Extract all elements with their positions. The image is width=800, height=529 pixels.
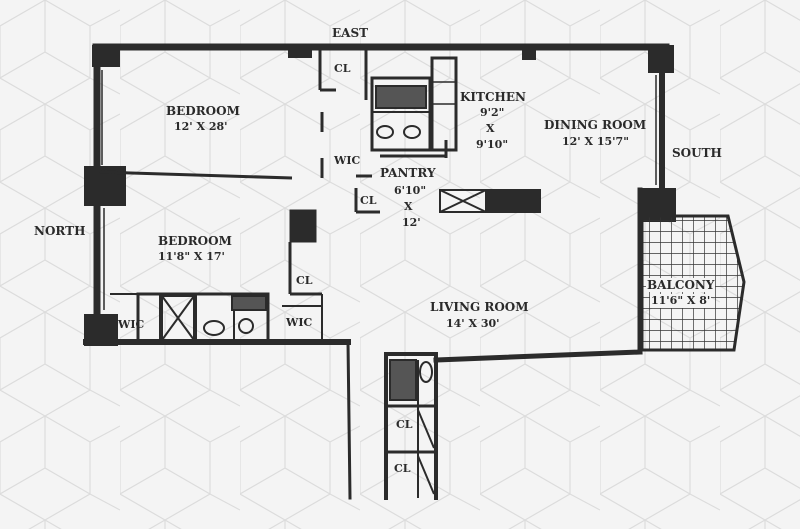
room-bedroom-1-name: BEDROOM [166,104,240,118]
compass-east: EAST [332,26,369,40]
fixtures [161,85,541,401]
closet-cl-pantry: CL [360,194,377,207]
room-dining-name: DINING ROOM [544,118,647,132]
closet-wic-left: WIC [118,318,145,331]
closet-cl-mid: CL [296,274,313,287]
closet-cl-top: CL [334,62,351,75]
closet-cl-hall-1: CL [396,418,413,431]
windows [101,70,657,310]
room-balcony-dims: 11'6" X 8' [650,294,712,308]
room-pantry-dims-2: X [404,200,413,213]
room-kitchen-name: KITCHEN [460,90,526,104]
room-kitchen-dims-2: X [486,122,495,135]
closet-wic-top: WIC [334,154,361,167]
room-dining-dims: 12' X 15'7" [562,135,629,148]
room-bedroom-2-dims: 11'8" X 17' [158,250,225,263]
room-living-dims: 14' X 30' [446,317,500,330]
closet-wic-right: WIC [286,316,313,329]
room-pantry-dims-3: 12' [402,216,421,229]
room-bedroom-2-name: BEDROOM [158,234,232,248]
compass-north: NORTH [34,224,86,238]
room-living-name: LIVING ROOM [430,300,529,314]
interior-walls [99,50,458,498]
room-kitchen-dims-3: 9'10" [476,138,509,151]
room-pantry-name: PANTRY [380,166,436,180]
room-pantry-dims-1: 6'10" [394,184,427,197]
room-balcony-name: BALCONY [646,278,716,292]
compass-south: SOUTH [672,146,722,160]
closet-cl-hall-2: CL [394,462,411,475]
room-bedroom-1-dims: 12' X 28' [174,120,228,133]
columns [84,45,676,346]
room-kitchen-dims-1: 9'2" [480,106,505,119]
